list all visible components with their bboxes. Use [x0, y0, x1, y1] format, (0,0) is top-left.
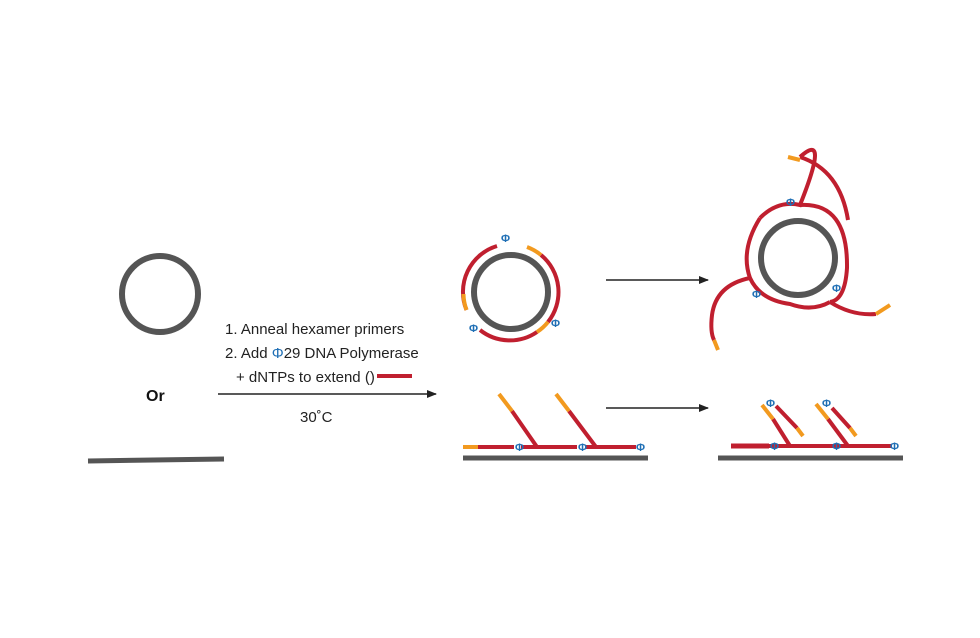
polymerase-icon: Φ	[752, 289, 761, 301]
step-2-suffix: 29 DNA Polymerase	[284, 345, 419, 362]
step-2-prefix: 2. Add	[225, 345, 272, 362]
polymerase-icon: Φ	[636, 442, 645, 454]
step-2-text: 2. Add Φ29 DNA Polymerase	[225, 345, 419, 362]
circle-amplified-group: Φ Φ Φ	[711, 150, 890, 350]
primer-arc-left	[464, 294, 467, 310]
polymerase-icon: Φ	[501, 233, 510, 245]
polymerase-icon: Φ	[832, 441, 841, 453]
secondary-strand-1	[776, 406, 797, 428]
primer-arc-bottom	[537, 322, 548, 332]
new-strand-tail-right	[830, 302, 876, 314]
circle-annealed-group: Φ Φ Φ	[463, 233, 560, 340]
step-1-text: 1. Anneal hexamer primers	[225, 321, 404, 338]
circle-amplified-template	[761, 221, 835, 295]
polymerase-icon: Φ	[770, 441, 779, 453]
polymerase-icon: Φ	[578, 442, 587, 454]
circle-annealed-template	[474, 255, 548, 329]
temperature-label: 30˚C	[300, 409, 333, 426]
primer-tail-right	[876, 305, 890, 314]
new-strand-tail-left	[711, 278, 750, 340]
step-3-suffix: )	[370, 369, 375, 386]
linear-annealed-group: Φ Φ Φ	[463, 394, 648, 458]
polymerase-icon: Φ	[766, 398, 775, 410]
linear-amplified-group: Φ Φ Φ Φ Φ	[718, 398, 903, 458]
primer-displaced-1	[499, 394, 512, 411]
primer-arc-top	[527, 247, 541, 255]
step-3-prefix: + dNTPs to extend (	[236, 369, 370, 386]
secondary-primer-2	[850, 428, 856, 436]
polymerase-icon: Φ	[515, 442, 524, 454]
polymerase-icon: Φ	[551, 318, 560, 330]
polymerase-icon: Φ	[832, 283, 841, 295]
step-3-text: + dNTPs to extend ()	[236, 369, 375, 386]
primer-tail-left	[714, 340, 718, 350]
linear-template	[88, 459, 224, 461]
primer-displaced-2	[556, 394, 569, 411]
secondary-primer-1	[797, 428, 803, 436]
primer-tail-top	[788, 157, 800, 160]
polymerase-icon: Φ	[786, 197, 795, 209]
circular-template	[122, 256, 198, 332]
phi-symbol-inline: Φ	[272, 345, 284, 362]
polymerase-icon: Φ	[822, 398, 831, 410]
or-label: Or	[146, 388, 165, 405]
polymerase-icon: Φ	[890, 441, 899, 453]
polymerase-icon: Φ	[469, 323, 478, 335]
